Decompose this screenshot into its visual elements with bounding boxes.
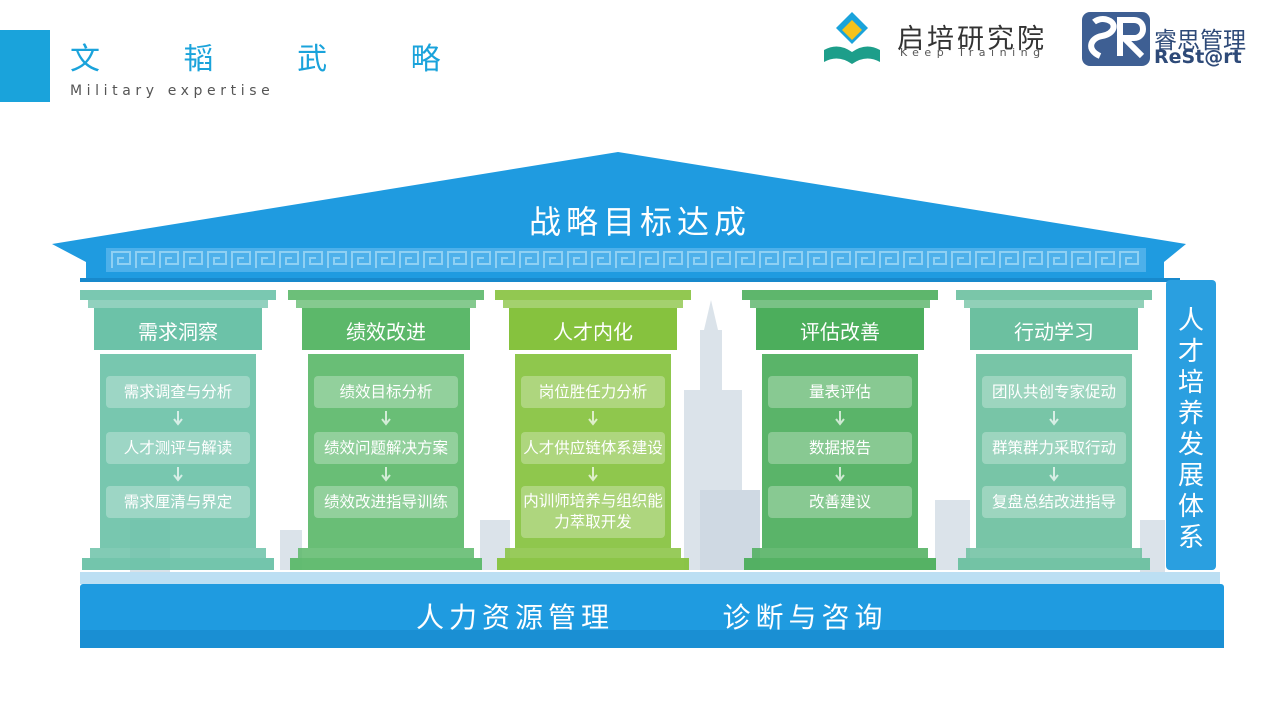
column-item: 需求调查与分析: [123, 382, 233, 401]
down-arrow-icon: [588, 467, 598, 482]
down-arrow-icon: [835, 411, 845, 426]
column-item-box: [982, 486, 1126, 518]
column-item-box: [768, 432, 912, 464]
book-diamond-logo-icon: [824, 12, 880, 64]
down-arrow-icon: [381, 411, 391, 426]
column-item: 人才供应链体系建设: [523, 438, 663, 457]
down-arrow-icon: [1049, 467, 1059, 482]
down-arrow-icon: [381, 467, 391, 482]
column-item-box: [768, 376, 912, 408]
column-item: 内训师培养与组织能力萃取开发: [523, 492, 663, 531]
rs-logo-icon: [1082, 12, 1150, 66]
column-item: 绩效目标分析: [339, 382, 433, 401]
column-item: 绩效问题解决方案: [323, 438, 448, 457]
base: [80, 572, 1224, 648]
column-2: [288, 290, 484, 570]
column-title: 需求洞察: [138, 320, 218, 344]
base-title-consulting: 诊断与咨询: [722, 601, 888, 634]
column-item-box: [106, 376, 250, 408]
column-item-box: [982, 432, 1126, 464]
down-arrow-icon: [835, 467, 845, 482]
roof-title: 战略目标达成: [528, 203, 751, 241]
column-item-box: [768, 486, 912, 518]
column-item: 人才测评与解读: [123, 438, 233, 457]
column-title: 绩效改进: [346, 320, 426, 344]
column-item-box: [314, 432, 458, 464]
base-title-hr: 人力资源管理: [415, 601, 614, 634]
column-1: [80, 290, 276, 570]
column-item: 团队共创专家促动: [991, 382, 1116, 401]
column-item: 需求厘清与界定: [123, 492, 233, 511]
column-item: 改善建议: [808, 492, 871, 511]
column-item-box: [106, 486, 250, 518]
column-item: 绩效改进指导训练: [323, 492, 448, 511]
page-subtitle: Military expertise: [70, 83, 275, 99]
column-title: 评估改善: [800, 320, 880, 344]
column-item-box: [314, 486, 458, 518]
header-accent-bar: [0, 30, 50, 102]
column-3: [495, 290, 691, 570]
down-arrow-icon: [173, 467, 183, 482]
logo-ruisi-english: ReSt@rt: [1154, 46, 1242, 68]
logo-qipei-name: 启培研究院: [897, 24, 1047, 55]
side-panel: [1166, 280, 1216, 570]
page-title: 文 韬 武 略: [70, 42, 478, 77]
column-title: 人才内化: [553, 320, 633, 344]
columns: [80, 290, 1152, 570]
column-item: 群策群力采取行动: [991, 438, 1116, 457]
column-item: 复盘总结改进指导: [991, 492, 1116, 511]
column-item-box: [521, 376, 665, 408]
column-item: 数据报告: [808, 438, 871, 457]
column-item-box: [314, 376, 458, 408]
column-item-box: [982, 376, 1126, 408]
down-arrow-icon: [173, 411, 183, 426]
logo-qipei-english: Keep Training: [900, 46, 1046, 59]
column-item-box: [106, 432, 250, 464]
roof: [52, 152, 1186, 282]
column-title: 行动学习: [1014, 320, 1094, 344]
column-item: 量表评估: [808, 382, 871, 401]
logo-ruisi-name: 睿思管理: [1154, 28, 1246, 54]
side-panel-title: 人才培养发展体系: [1177, 306, 1204, 553]
down-arrow-icon: [588, 411, 598, 426]
down-arrow-icon: [1049, 411, 1059, 426]
column-4: [742, 290, 938, 570]
column-item: 岗位胜任力分析: [538, 382, 648, 401]
column-item-box: [521, 432, 665, 464]
column-item-box: [521, 486, 665, 538]
column-5: [956, 290, 1152, 570]
